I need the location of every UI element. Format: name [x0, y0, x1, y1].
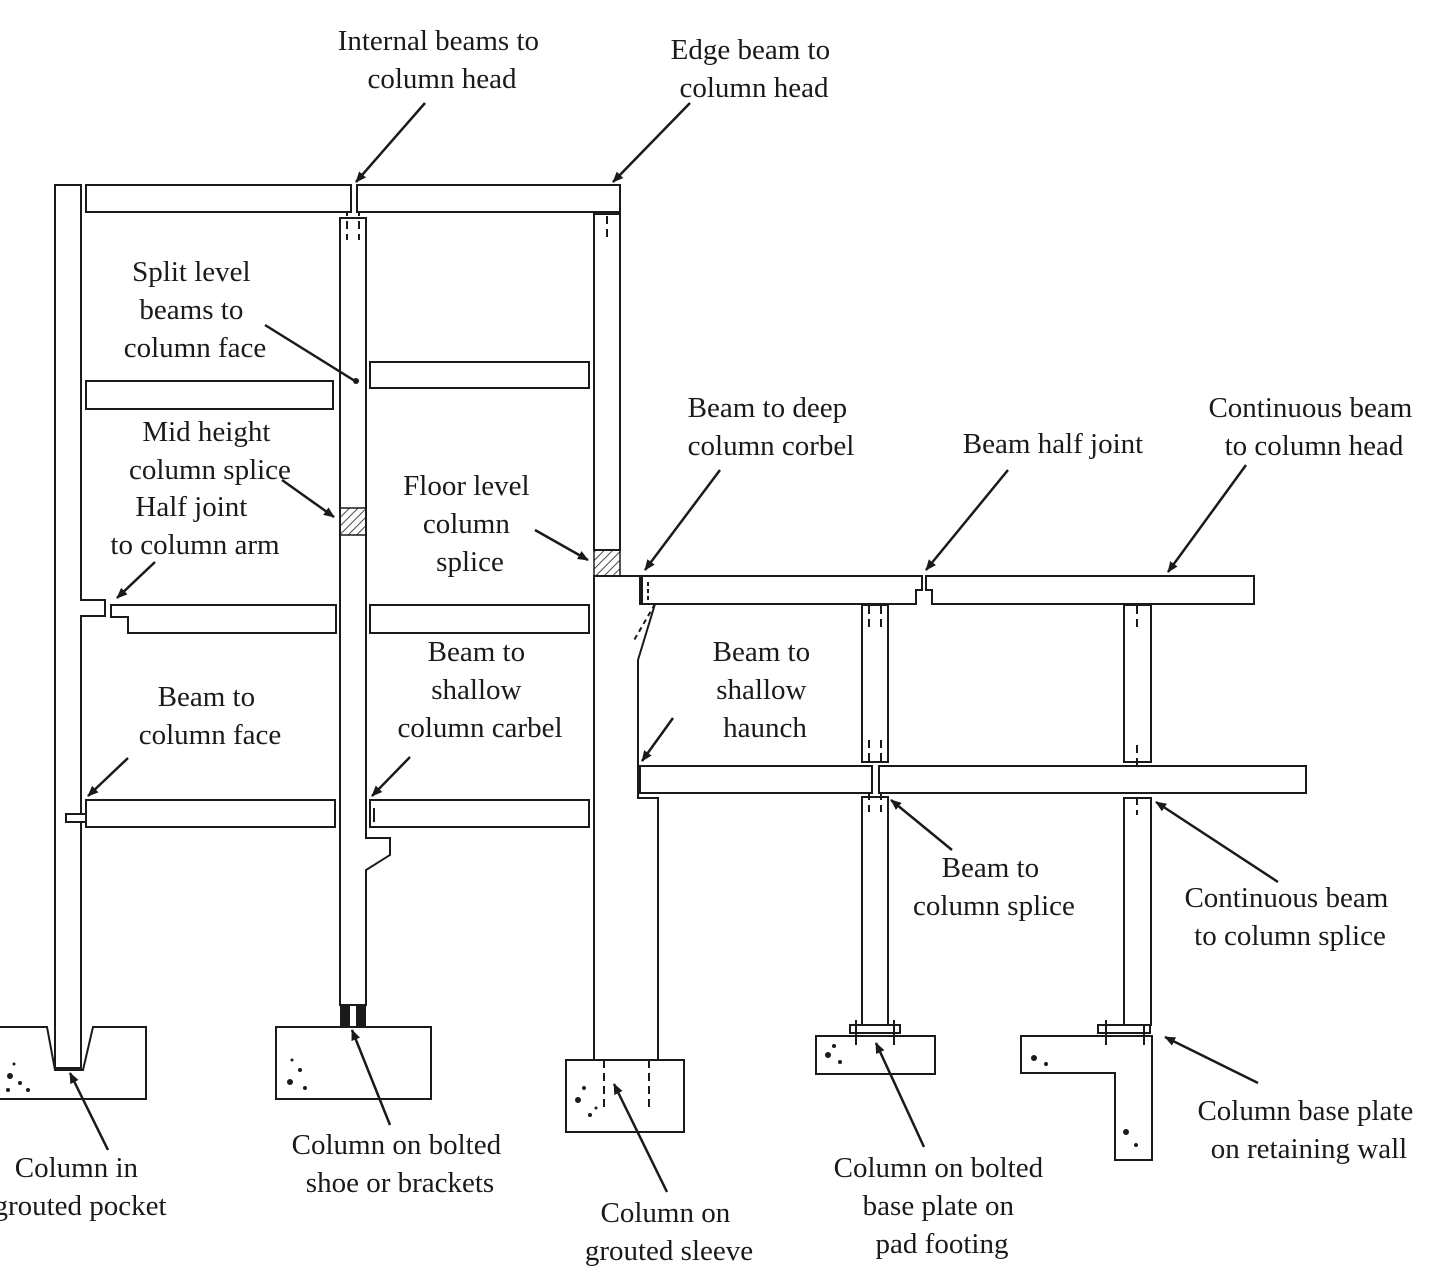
foundation-grouted-sleeve [565, 995, 685, 1133]
column-4 [861, 580, 889, 1026]
beams-roof [85, 184, 621, 213]
label-internal-beams: Internal beams to column head [338, 25, 547, 95]
label-continuous-splice: Continuous beam to column splice [1184, 882, 1395, 952]
label-shallow-carbel: Beam to shallow column carbel [397, 636, 562, 744]
label-bolted-shoe: Column on bolted shoe or brackets [292, 1129, 509, 1199]
beams-right-lower [639, 765, 1307, 794]
column-2 [339, 195, 391, 1006]
foundation-bolted-shoe [275, 1005, 432, 1100]
label-beam-column-face: Beam to column face [139, 681, 282, 751]
leader-arrows [68, 102, 1279, 1193]
label-mid-height-splice: Mid height column splice [129, 416, 291, 486]
foundation-grouted-pocket [0, 1026, 147, 1100]
beams-level-2 [110, 604, 590, 634]
label-shallow-haunch: Beam to shallow haunch [713, 636, 818, 744]
label-continuous-head: Continuous beam to column head [1208, 392, 1419, 462]
label-floor-level-splice: Floor level column splice [403, 470, 537, 578]
beams-right-upper [641, 575, 1255, 605]
column-1 [54, 184, 106, 1069]
beams-split-level [85, 361, 590, 410]
label-base-plate-wall: Column base plate on retaining wall [1197, 1095, 1420, 1165]
label-beam-half-joint: Beam half joint [963, 428, 1143, 460]
label-beam-column-splice: Beam to column splice [913, 852, 1075, 922]
column-3-lower [593, 575, 659, 1061]
label-grouted-sleeve: Column on grouted sleeve [585, 1197, 753, 1267]
label-grouted-pocket: Column in grouted pocket [0, 1152, 167, 1222]
beams-level-3 [85, 799, 590, 828]
label-half-joint-arm: Half joint to column arm [110, 491, 280, 561]
label-deep-corbel: Beam to deep column corbel [688, 392, 855, 462]
label-base-plate-pad: Column on bolted base plate on pad footi… [834, 1152, 1051, 1260]
foundation-pad-footing [815, 1020, 936, 1075]
label-edge-beam: Edge beam to column head [671, 34, 838, 104]
column-5 [1123, 580, 1152, 1026]
column-3-upper [593, 190, 621, 577]
foundation-retaining-wall [1020, 1020, 1153, 1161]
label-split-level: Split level beams to column face [124, 256, 267, 364]
